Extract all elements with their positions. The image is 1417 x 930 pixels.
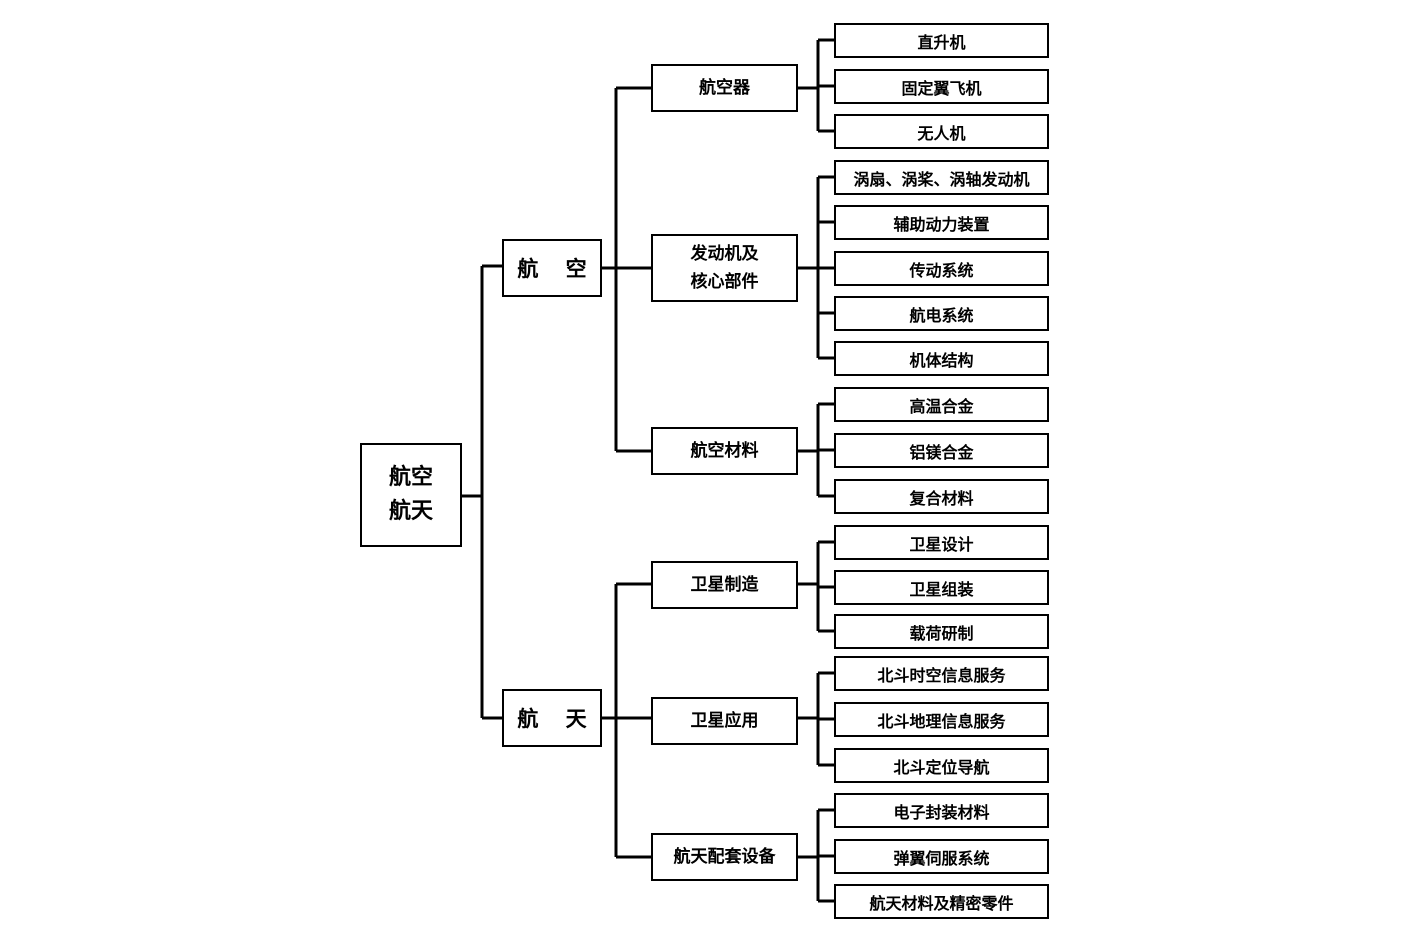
branch-aviation: 航 空 [502,239,602,297]
leaf-node: 传动系统 [834,251,1049,286]
leaf-node: 北斗地理信息服务 [834,702,1049,737]
leaf-node: 电子封装材料 [834,793,1049,828]
connector-aviation [602,86,651,453]
leaf-node: 涡扇、涡桨、涡轴发动机 [834,160,1049,195]
group-satellite-manufacturing: 卫星制造 [651,561,798,609]
leaf-node: 固定翼飞机 [834,69,1049,104]
leaf-node: 载荷研制 [834,614,1049,649]
group-engines: 发动机及 核心部件 [651,234,798,302]
leaf-node: 卫星组装 [834,570,1049,605]
group-satellite-applications: 卫星应用 [651,697,798,745]
connector-group-5 [798,671,834,767]
leaf-node: 机体结构 [834,341,1049,376]
connector-group-1 [798,38,834,133]
branch-aerospace: 航 天 [502,689,602,747]
leaf-node: 高温合金 [834,387,1049,422]
leaf-node: 无人机 [834,114,1049,149]
root-node: 航空 航天 [360,443,462,547]
connector-root [462,264,502,720]
group-aerospace-equipment: 航天配套设备 [651,833,798,881]
leaf-node: 弹翼伺服系统 [834,839,1049,874]
leaf-node: 北斗时空信息服务 [834,656,1049,691]
leaf-node: 北斗定位导航 [834,748,1049,783]
leaf-node: 复合材料 [834,479,1049,514]
leaf-node: 辅助动力装置 [834,205,1049,240]
leaf-node: 铝镁合金 [834,433,1049,468]
connector-aerospace [602,582,651,859]
leaf-node: 卫星设计 [834,525,1049,560]
connector-group-4 [798,540,834,633]
leaf-node: 航天材料及精密零件 [834,884,1049,919]
connector-group-2 [798,175,834,360]
leaf-node: 直升机 [834,23,1049,58]
leaf-node: 航电系统 [834,296,1049,331]
group-aircraft: 航空器 [651,64,798,112]
connector-group-3 [798,402,834,498]
connector-group-6 [798,808,834,903]
group-aviation-materials: 航空材料 [651,427,798,475]
